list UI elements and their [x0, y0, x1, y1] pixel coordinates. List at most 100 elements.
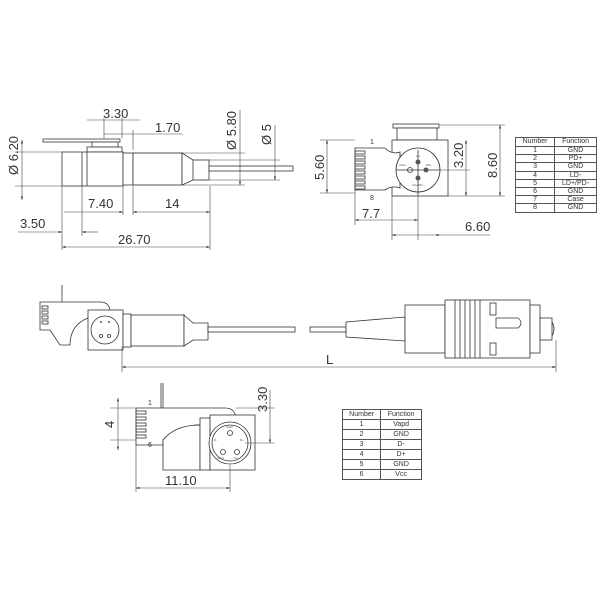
cell-function: D+	[380, 449, 422, 460]
column-header-number: Number	[341, 409, 382, 420]
boot	[345, 316, 406, 342]
dim-4: 4	[102, 421, 117, 428]
flange	[122, 152, 134, 186]
cell-function: Vapd	[380, 419, 422, 430]
cell-function: D-	[380, 439, 422, 450]
tube	[130, 314, 185, 347]
cell-function: GND	[380, 429, 422, 440]
pin-label-vcc: Vcc	[233, 456, 239, 460]
cell-number: 1	[514, 145, 556, 156]
cell-number: 1	[341, 419, 382, 430]
dim-3-20: 3.20	[451, 143, 466, 168]
pin-label-pd-plus: PD+	[426, 163, 432, 167]
dim-3-50: 3.50	[20, 216, 45, 231]
cell-function: PD+	[554, 154, 597, 164]
cell-number: 4	[341, 449, 382, 460]
receptacle	[87, 309, 124, 351]
fiber	[208, 165, 294, 172]
cell-number: 8	[514, 203, 556, 213]
cell-function: GND	[554, 145, 597, 156]
dim-11-10: 11.10	[165, 473, 197, 488]
cell-function: GND	[380, 459, 422, 470]
pin-number-8: 8	[370, 195, 374, 202]
top-step	[86, 146, 123, 153]
cell-function: GND	[554, 162, 597, 172]
cable-assembly-view: L	[39, 285, 557, 372]
cell-function: Vcc	[380, 469, 422, 480]
column-header-function: Function	[554, 137, 597, 147]
usb-receptacle-view: GND D- D+ Vapd Vcc 1 6 4 3.30 11.10	[102, 383, 275, 492]
dim-14: 14	[165, 196, 179, 211]
dim-26-70: 26.70	[118, 232, 151, 247]
pin-label-d-plus: D+	[240, 438, 244, 442]
pin-number-6: 6	[148, 442, 152, 449]
top-plate	[392, 123, 440, 129]
lead-plate	[42, 138, 121, 143]
dim-6-60: 6.60	[465, 219, 490, 234]
strain-relief	[183, 314, 209, 347]
dim-3-30: 3.30	[103, 106, 128, 121]
pin-label-d-minus: D-	[214, 438, 217, 442]
sc-connector-housing	[444, 299, 531, 359]
dim-length-l: L	[326, 352, 333, 367]
cell-number: 2	[514, 154, 556, 164]
cell-number: 7	[514, 195, 556, 205]
dim-1-70: 1.70	[155, 120, 180, 135]
cell-function: Case	[554, 195, 597, 205]
cell-function: GND	[554, 187, 597, 197]
pin-number-1: 1	[148, 400, 152, 407]
cell-number: 4	[514, 170, 556, 180]
pin-label-ld-minus: LD-	[416, 154, 421, 158]
cell-number: 5	[341, 459, 382, 470]
dim-7-40: 7.40	[88, 196, 113, 211]
top-block	[91, 141, 119, 148]
dim-8-60: 8.60	[485, 153, 500, 178]
receptacle-body	[61, 151, 124, 187]
end-view: Case PD+ LD+/PD- LD- 1 8 5.60 3.20 8.60 …	[312, 123, 505, 240]
cell-function: GND	[554, 203, 597, 213]
side-view: Ø 6.20 3.30 1.70 Ø 5.80 Ø 5 7.40 14 3.50…	[6, 106, 294, 250]
flange	[122, 313, 132, 348]
dim-diameter-5-80: Ø 5.80	[224, 111, 239, 150]
dim-5-60: 5.60	[312, 155, 327, 180]
fiber-right	[309, 326, 347, 333]
sc-connector-body	[404, 304, 446, 354]
cell-function: LD-	[554, 170, 597, 180]
column-header-number: Number	[514, 137, 556, 147]
cell-number: 6	[341, 469, 382, 480]
pin-label-vapd: Vapd	[217, 456, 224, 460]
dim-diameter-6-20: Ø 6.20	[6, 136, 21, 175]
fiber-left	[207, 326, 296, 333]
pin-header	[354, 147, 401, 191]
cell-number: 6	[514, 187, 556, 197]
cell-function: LD+/PD-	[554, 178, 597, 189]
cell-number: 3	[514, 162, 556, 172]
pin-number-1: 1	[370, 139, 374, 146]
pin-label-case: Case	[399, 163, 406, 167]
column-header-function: Function	[380, 409, 422, 420]
tube	[132, 152, 183, 186]
dim-diameter-5: Ø 5	[259, 124, 274, 145]
pin-label-ld-plus: LD+/PD-	[412, 183, 424, 187]
top-step	[396, 127, 438, 141]
dim-3-30: 3.30	[255, 387, 270, 412]
cell-number: 2	[341, 429, 382, 440]
pin-label-gnd: GND	[226, 425, 234, 429]
dim-7-7: 7.7	[362, 206, 380, 221]
